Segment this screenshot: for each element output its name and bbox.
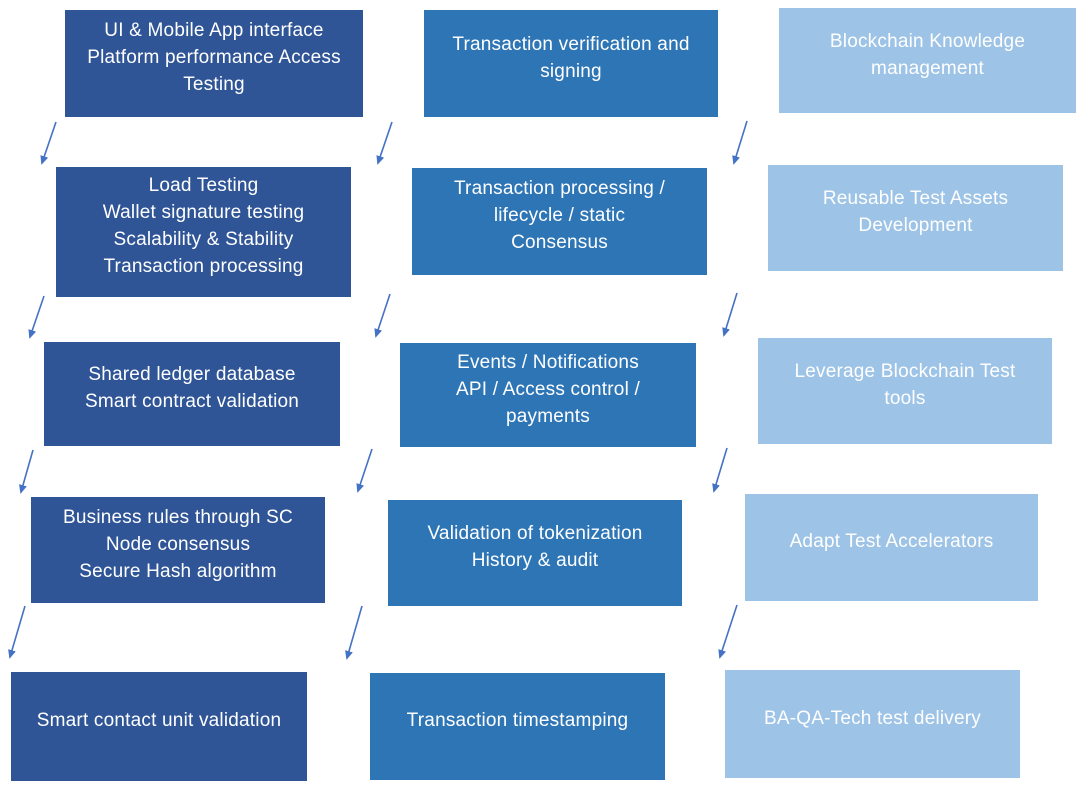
flow-box-line: UI & Mobile App interface (104, 20, 324, 41)
flow-box-line: Wallet signature testing (102, 202, 305, 223)
flow-box-line: Transaction processing / (453, 178, 666, 199)
flow-box-col1-row5: Smart contact unit validation (11, 672, 307, 781)
flow-box-text: BA-QA-Tech test delivery (756, 705, 989, 744)
flow-box-line: Transaction verification and (452, 33, 690, 55)
flow-box-line: Blockchain Knowledge (829, 30, 1026, 52)
flow-box-text: Transaction processing / lifecycle / stat… (446, 175, 673, 268)
flow-box-text: Adapt Test Accelerators (782, 528, 1002, 567)
flow-box-line: Smart contract validation (84, 391, 300, 412)
flow-box-line: Load Testing (148, 175, 259, 196)
flow-box-line: Transaction processing (103, 256, 304, 277)
flow-box-line: Validation of tokenization (427, 523, 643, 544)
flow-box-text: Transaction verification and signing (444, 31, 697, 97)
flow-box-line: lifecycle / static (493, 205, 626, 226)
flow-box-line: Adapt Test Accelerators (789, 531, 994, 552)
flow-box-text: Leverage Blockchain Test tools (787, 358, 1024, 424)
flow-box-text: Smart contact unit validation (29, 707, 289, 746)
flow-box-line: management (871, 57, 984, 79)
flow-box-line: Reusable Test Assets (822, 188, 1009, 209)
flow-box-col2-row5: Transaction timestamping (370, 673, 665, 780)
flow-box-line: Transaction timestamping (406, 710, 629, 731)
flow-box-line: BA-QA-Tech test delivery (763, 707, 982, 729)
flow-box-line: Platform performance Access (87, 47, 341, 68)
flow-box-line: payments (506, 405, 590, 427)
flow-box-text: Transaction timestamping (399, 707, 637, 746)
flow-box-col3-row4: Adapt Test Accelerators (745, 494, 1038, 601)
flow-box-line: Scalability & Stability (113, 229, 294, 250)
flow-box-line: Secure Hash algorithm (79, 560, 277, 582)
flow-box-text: Blockchain Knowledge management (822, 28, 1033, 94)
flow-box-line: Development (858, 215, 973, 236)
flow-box-line: API / Access control / (456, 378, 640, 400)
flow-box-line: Consensus (511, 232, 608, 253)
flow-box-line: Shared ledger database (88, 364, 296, 385)
flow-box-line: Events / Notifications (457, 351, 639, 373)
flow-box-line: Smart contact unit validation (36, 710, 282, 731)
flow-box-line: Testing (183, 74, 245, 95)
flow-box-line: Leverage Blockchain Test (794, 361, 1016, 382)
flow-box-col3-row1: Blockchain Knowledge management (779, 8, 1076, 113)
flow-box-line: tools (884, 388, 926, 409)
flow-box-line: Business rules through SC (63, 506, 293, 528)
flow-box-line: signing (540, 60, 602, 82)
flow-box-col2-row1: Transaction verification and signing (424, 10, 718, 117)
flow-box-col3-row3: Leverage Blockchain Test tools (758, 338, 1052, 444)
flow-box-line: History & audit (471, 550, 599, 571)
flow-box-col2-row2: Transaction processing / lifecycle / stat… (412, 168, 707, 275)
flow-box-col3-row5: BA-QA-Tech test delivery (725, 670, 1020, 778)
flow-box-line: Node consensus (105, 533, 251, 555)
